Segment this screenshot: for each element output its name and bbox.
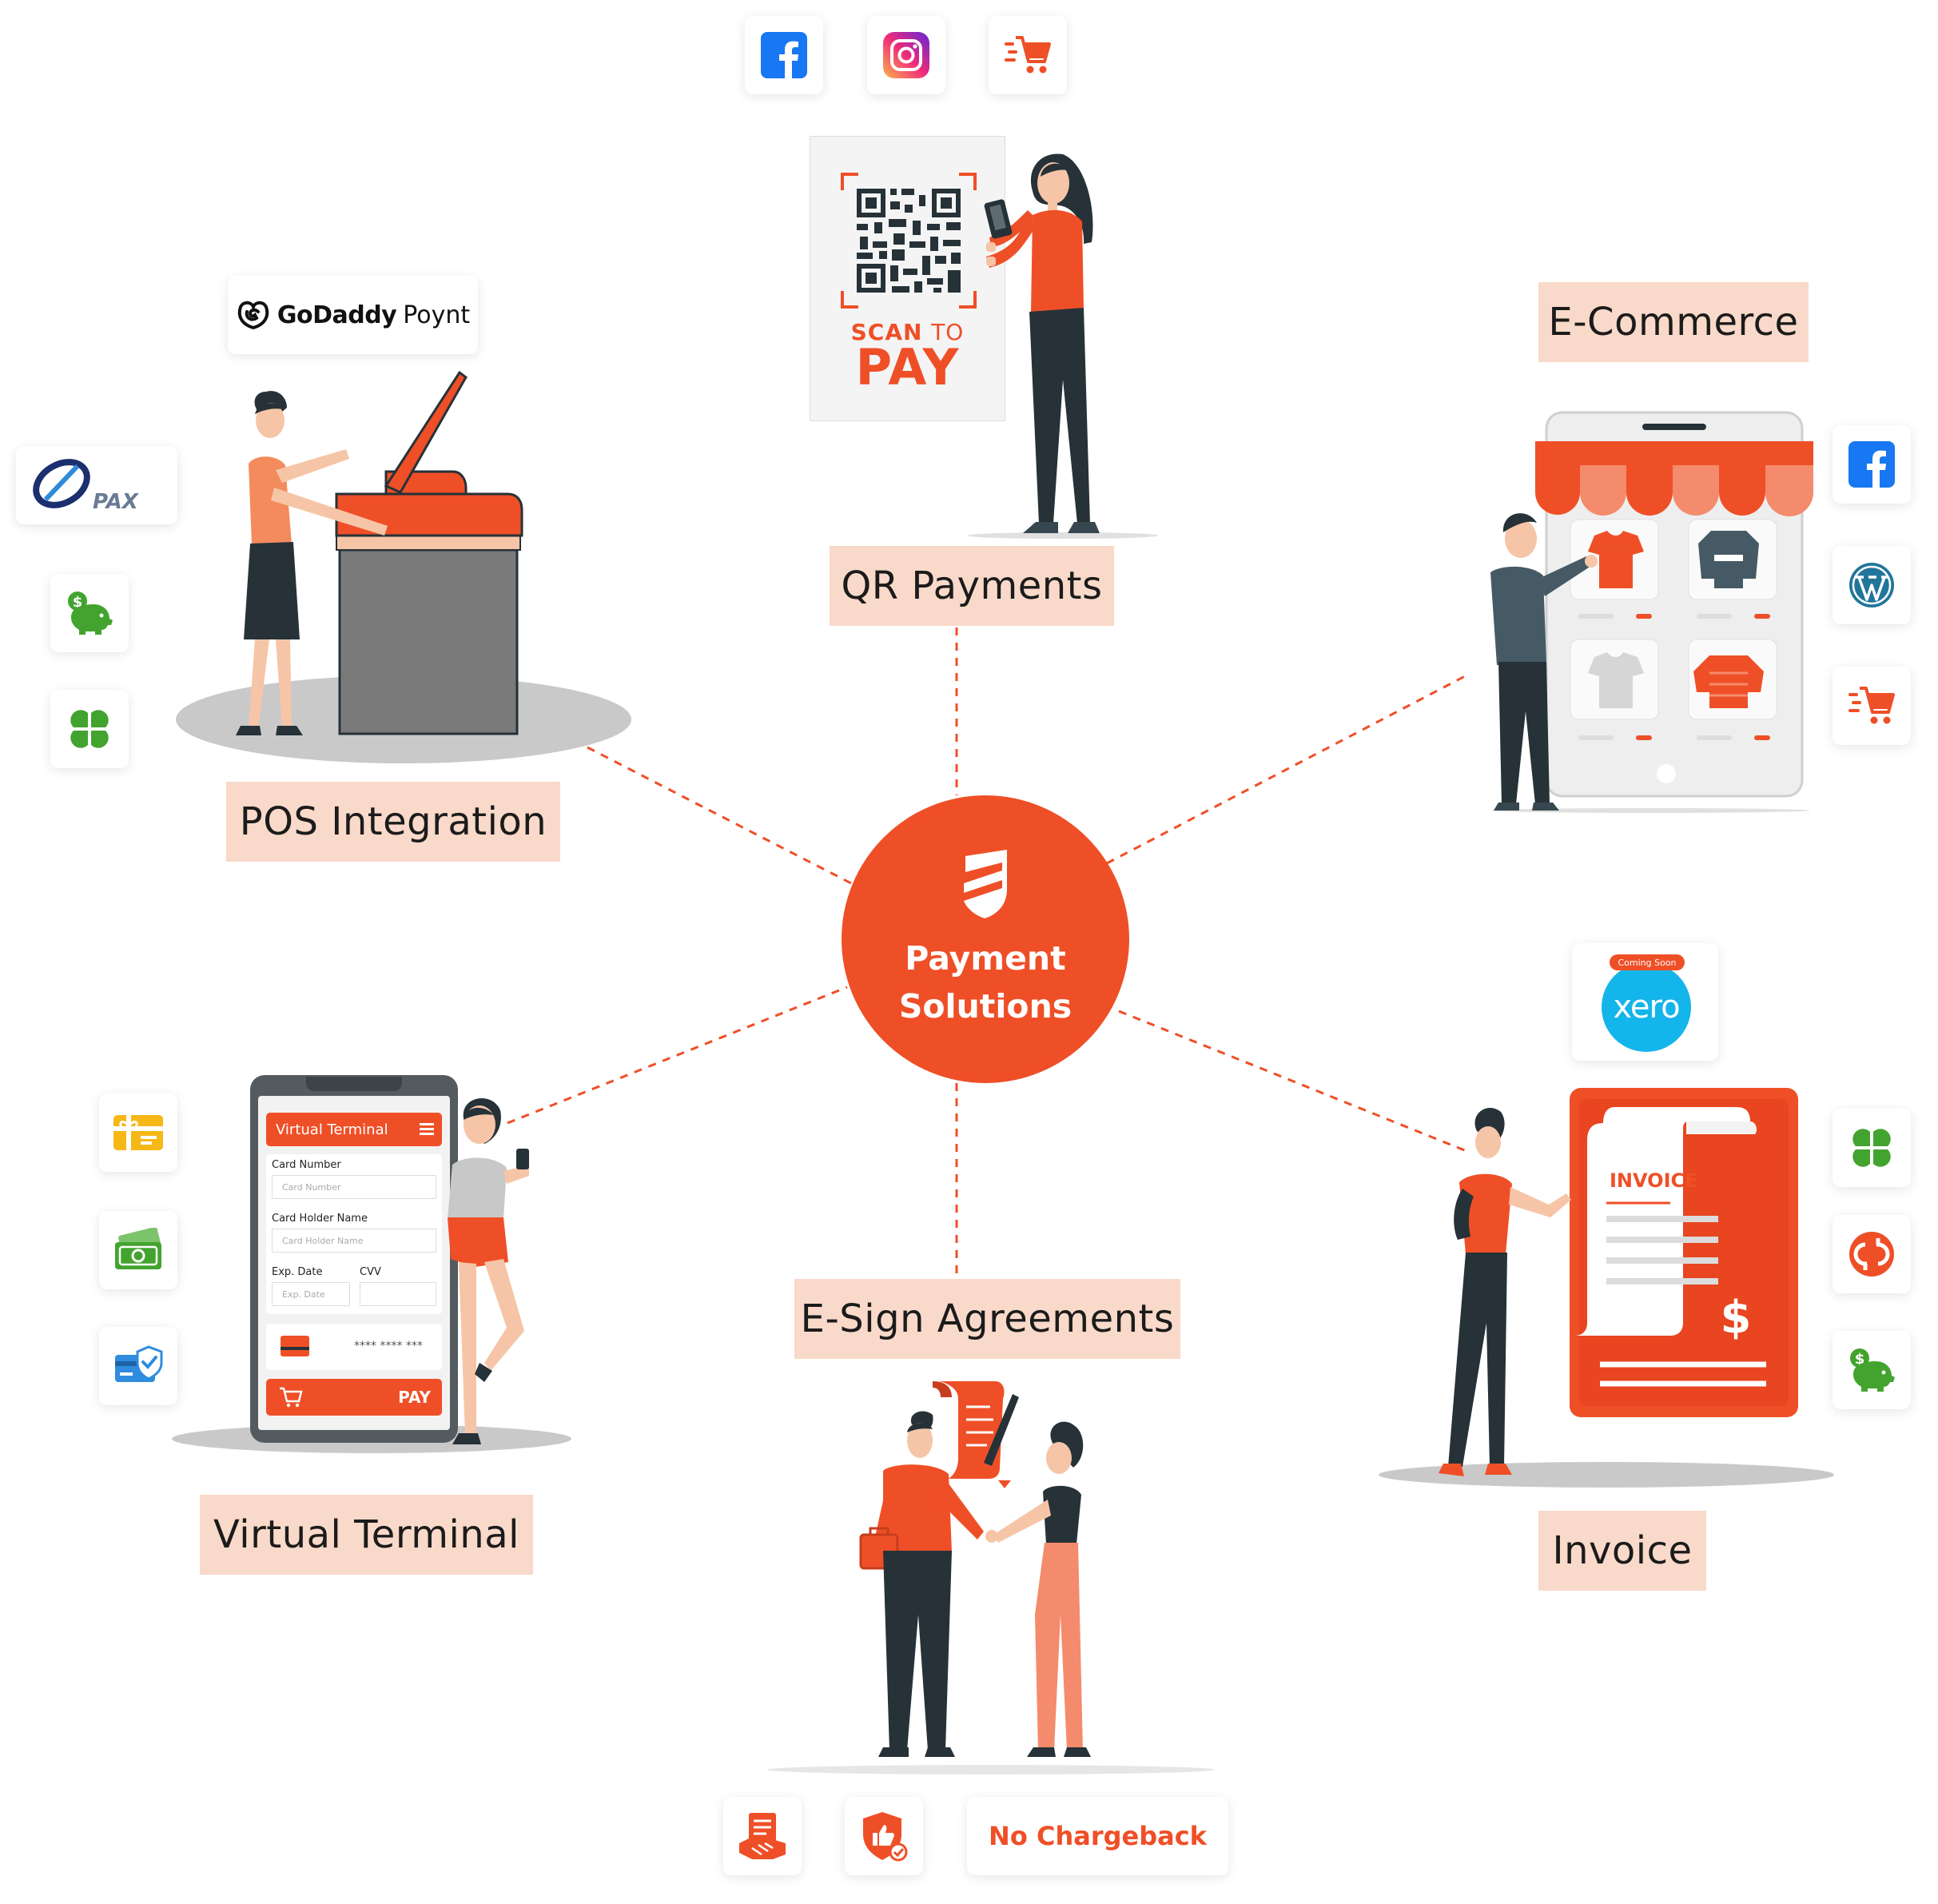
pax-logo-tile[interactable]: PAX [16, 446, 177, 524]
no-chargeback-badge[interactable]: No Chargeback [967, 1797, 1228, 1875]
cash-icon [115, 1228, 162, 1269]
vt-phone-frame: Virtual Terminal Card Number Card Number… [250, 1075, 458, 1443]
shopping-cart-icon [1848, 687, 1895, 724]
online-store-illustration [1490, 411, 1813, 813]
xero-logo-tile[interactable]: xero Coming Soon [1572, 943, 1718, 1061]
godaddy-poynt-logo[interactable]: GoDaddy Poynt [228, 276, 478, 354]
qr-sign-scan-to: SCAN TO [810, 319, 1005, 345]
card-holder-label: Card Holder Name [272, 1213, 368, 1225]
quickbooks-tile[interactable] [1833, 1215, 1911, 1293]
quickbooks-icon [1849, 1232, 1894, 1277]
wordpress-icon [1849, 563, 1894, 607]
hub-title-line1: Payment [905, 939, 1066, 978]
poynt-wordmark: Poynt [403, 301, 471, 329]
clover-icon [1852, 1129, 1891, 1167]
pos-terminal-illustration [176, 370, 631, 763]
pax-logo [33, 459, 90, 508]
woman-with-phone-illustration [448, 1098, 529, 1444]
secure-card-icon [115, 1345, 163, 1382]
gift-card-icon [113, 1115, 163, 1150]
invoice-clover-tile[interactable] [1833, 1109, 1911, 1187]
ecommerce-cart-tile[interactable] [1833, 667, 1911, 745]
cash-tile[interactable] [99, 1211, 177, 1289]
qr-sign-pay: PAY [855, 338, 960, 396]
instagram-icon [883, 32, 929, 78]
shield-thumbs-up-tile[interactable] [845, 1797, 923, 1875]
coming-soon-badge: Coming Soon [1610, 954, 1685, 970]
esign-agreements-label[interactable]: E-Sign Agreements [794, 1279, 1180, 1359]
vt-card-row: **** **** *** [266, 1324, 442, 1370]
brand-logo-icon [964, 850, 1007, 918]
pay-button-label: PAY [398, 1388, 431, 1407]
card-number-label: Card Number [272, 1159, 341, 1171]
payment-solutions-hub[interactable]: Payment Solutions [842, 795, 1129, 1083]
facebook-icon [1848, 441, 1895, 488]
invoice-dollar: $ [1721, 1292, 1752, 1344]
xero-circle: xero [1602, 962, 1691, 1052]
invoice-label[interactable]: Invoice [1538, 1511, 1706, 1591]
xero-wordmark: xero [1613, 989, 1680, 1026]
clover-icon [70, 710, 109, 748]
piggy-bank-icon: $ [68, 592, 113, 635]
shopping-cart-icon [1005, 36, 1051, 74]
ecommerce-facebook-tile[interactable] [1833, 425, 1911, 504]
qr-sign-to: TO [931, 319, 965, 345]
pos-integration-label[interactable]: POS Integration [226, 782, 560, 862]
vt-header-title: Virtual Terminal [276, 1121, 388, 1138]
godaddy-wordmark: GoDaddy [277, 301, 397, 329]
ecommerce-label[interactable]: E-Commerce [1538, 282, 1809, 362]
ecommerce-wordpress-tile[interactable] [1833, 546, 1911, 624]
shield-thumbs-up-icon [863, 1812, 908, 1862]
invoice-person-illustration: INVOICE $ [1379, 1088, 1834, 1488]
card-holder-input[interactable]: Card Holder Name [272, 1229, 436, 1253]
woman-scanning-illustration [967, 153, 1159, 539]
card-mask-text: **** **** *** [354, 1340, 423, 1352]
instagram-tile[interactable] [867, 16, 945, 94]
invoice-title: INVOICE [1610, 1169, 1698, 1192]
cart-icon [280, 1387, 303, 1408]
vt-form-header: Virtual Terminal [266, 1113, 442, 1146]
credit-card-icon [281, 1336, 309, 1356]
card-number-input[interactable]: Card Number [272, 1175, 436, 1199]
exp-date-input[interactable]: Exp. Date [272, 1282, 350, 1306]
hub-title-line2: Solutions [898, 987, 1072, 1026]
godaddy-icon [237, 301, 269, 330]
handshake-document-tile[interactable] [723, 1797, 802, 1875]
invoice-piggy-bank-tile[interactable]: $ [1833, 1331, 1911, 1409]
pax-wordmark: PAX [93, 490, 138, 514]
facebook-icon [761, 32, 807, 78]
facebook-tile[interactable] [745, 16, 823, 94]
piggy-bank-icon: $ [1850, 1348, 1895, 1392]
secure-card-tile[interactable] [99, 1327, 177, 1405]
pos-clover-tile[interactable] [50, 690, 129, 768]
qr-sign-board: SCAN TO PAY [810, 136, 1005, 421]
handshake-document-icon [739, 1813, 786, 1859]
vt-phone-notch [306, 1077, 402, 1091]
qr-sign-scan: SCAN [850, 319, 923, 345]
virtual-terminal-label[interactable]: Virtual Terminal [200, 1495, 533, 1575]
cvv-input[interactable] [360, 1282, 436, 1306]
no-chargeback-text: No Chargeback [989, 1821, 1207, 1851]
hamburger-menu-icon[interactable] [420, 1122, 434, 1135]
cvv-label: CVV [360, 1266, 381, 1278]
vt-pay-button[interactable]: PAY [266, 1379, 442, 1416]
qr-payments-label[interactable]: QR Payments [830, 546, 1114, 626]
cart-tile[interactable] [989, 16, 1067, 94]
exp-date-label: Exp. Date [272, 1266, 323, 1278]
pos-piggy-bank-tile[interactable]: $ [50, 574, 129, 652]
qr-code-image [841, 173, 977, 309]
handshake-agreement-illustration [767, 1381, 1215, 1775]
gift-card-tile[interactable] [99, 1093, 177, 1172]
